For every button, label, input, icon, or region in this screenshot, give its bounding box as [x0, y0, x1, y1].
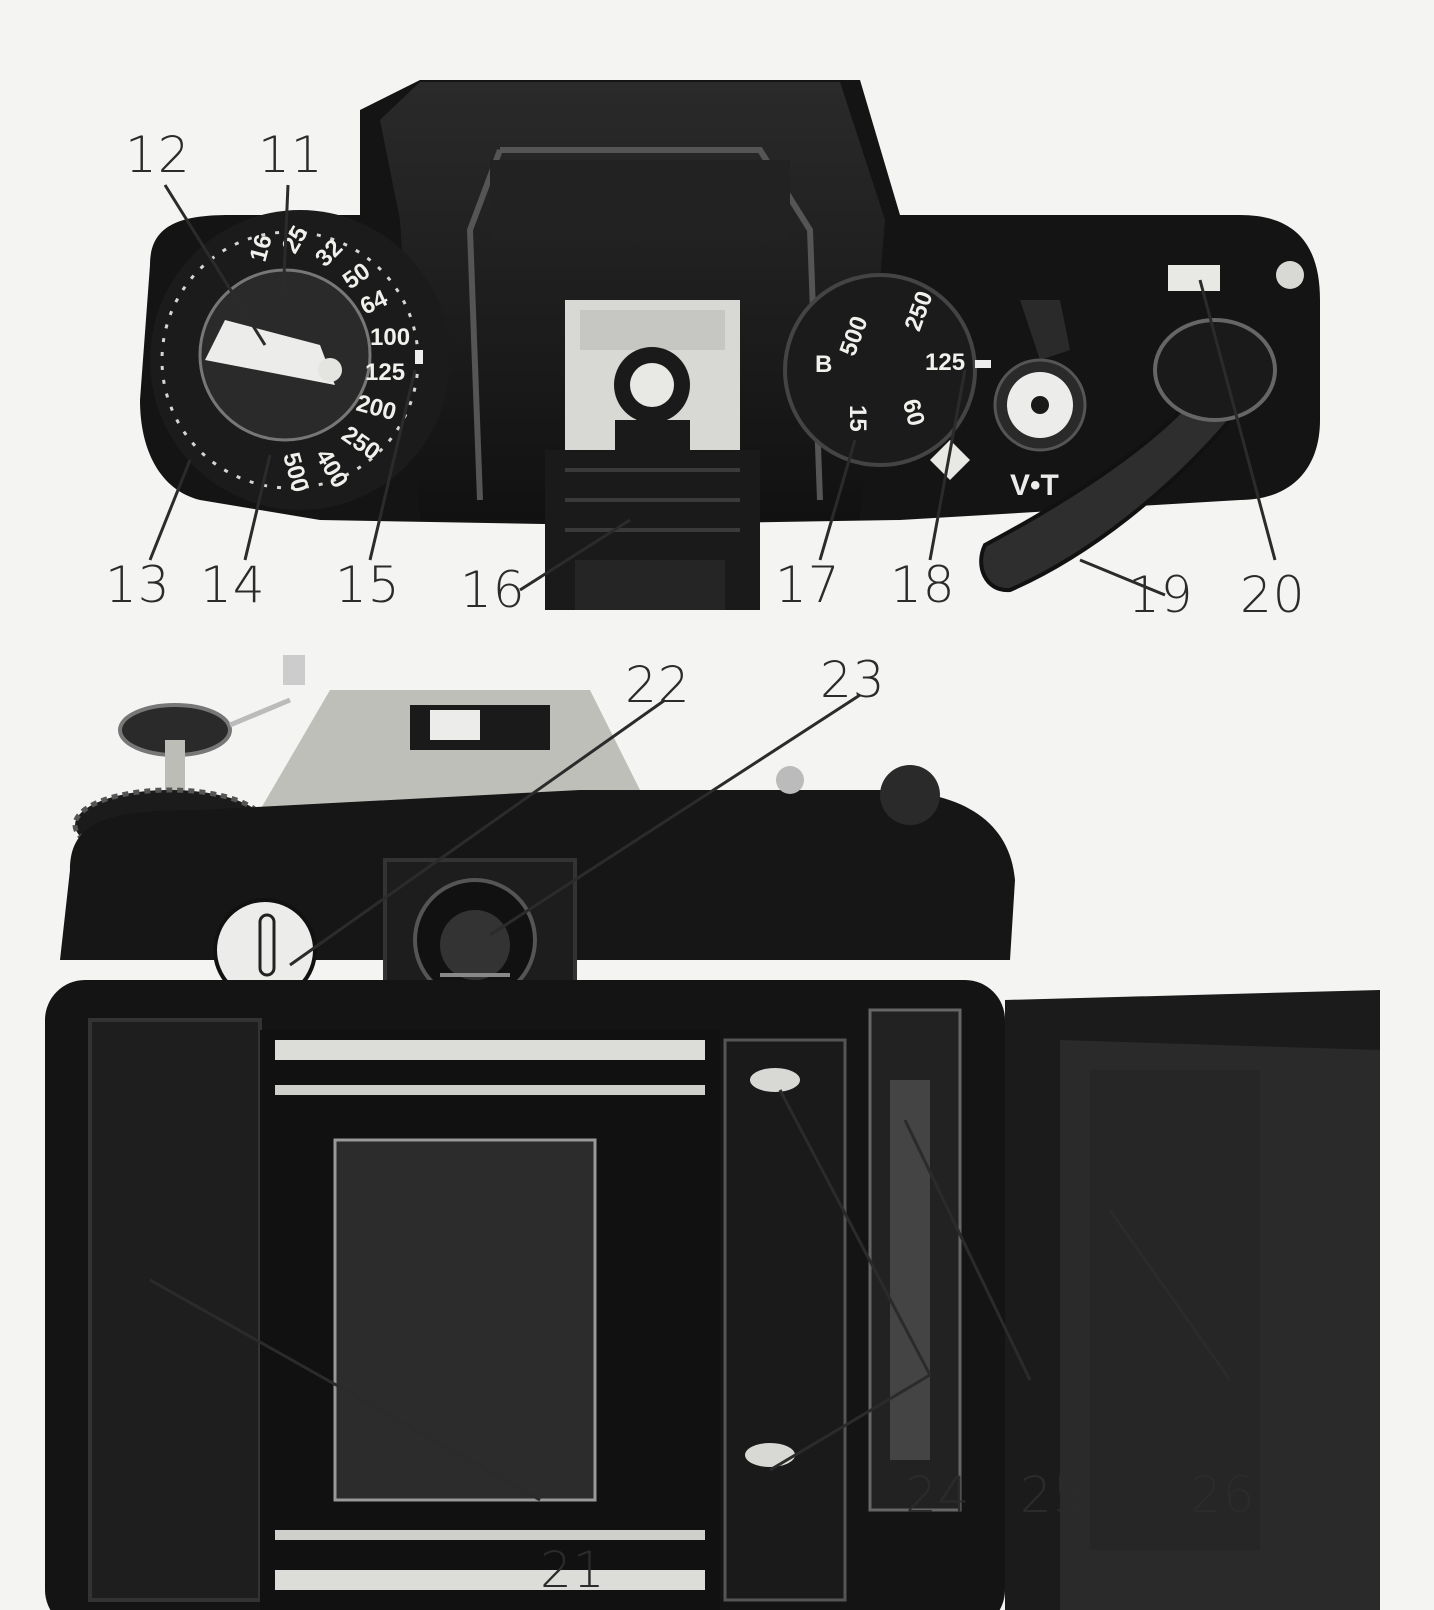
accessory-shoe — [545, 300, 760, 610]
eyepiece — [383, 858, 577, 1012]
callout-25: 25 — [1020, 1466, 1086, 1524]
mode-symbol-icon — [930, 440, 970, 480]
release-and-lever: V•T — [979, 261, 1304, 593]
callout-17: 17 — [775, 556, 841, 614]
camera-back-view — [45, 655, 1380, 1610]
callout-13: 13 — [105, 556, 171, 614]
callout-19: 19 — [1128, 566, 1194, 624]
film-guide-rollers — [723, 1038, 847, 1602]
speed-125: 125 — [925, 349, 965, 376]
callout-20: 20 — [1240, 566, 1306, 624]
callout-22: 22 — [625, 656, 691, 714]
speed-bulb: B — [815, 351, 832, 378]
film-speed-dial: 16 25 32 50 64 100 125 200 250 400 500 — [150, 210, 450, 510]
film-gate — [333, 1138, 597, 1502]
callout-11: 11 — [258, 126, 324, 184]
callout-24: 24 — [905, 1466, 971, 1524]
callout-21: 21 — [540, 1541, 606, 1599]
callout-14: 14 — [200, 556, 266, 614]
shutter-speed-dial: 500 250 125 60 15 B — [783, 273, 991, 480]
rewind-crank — [205, 320, 335, 385]
iso-100: 100 — [370, 324, 410, 351]
speed-15: 15 — [844, 405, 871, 432]
lever-marks: V•T — [1010, 469, 1059, 502]
frame-counter — [1168, 265, 1220, 291]
callout-12: 12 — [125, 126, 191, 184]
callout-18: 18 — [890, 556, 956, 614]
film-chamber — [88, 1018, 720, 1610]
callout-23: 23 — [820, 651, 886, 709]
callout-26: 26 — [1190, 1466, 1256, 1524]
film-advance-lever — [979, 387, 1233, 593]
callout-15: 15 — [335, 556, 401, 614]
camera-top-view: 16 25 32 50 64 100 125 200 250 400 500 — [140, 80, 1320, 610]
screw-icon — [1276, 261, 1304, 289]
callout-16: 16 — [460, 561, 526, 619]
iso-125: 125 — [365, 359, 405, 386]
leader-lines — [148, 184, 1277, 1502]
shutter-index-mark — [975, 360, 991, 368]
take-up-spool — [868, 1008, 962, 1512]
speed-index-mark — [415, 350, 423, 364]
